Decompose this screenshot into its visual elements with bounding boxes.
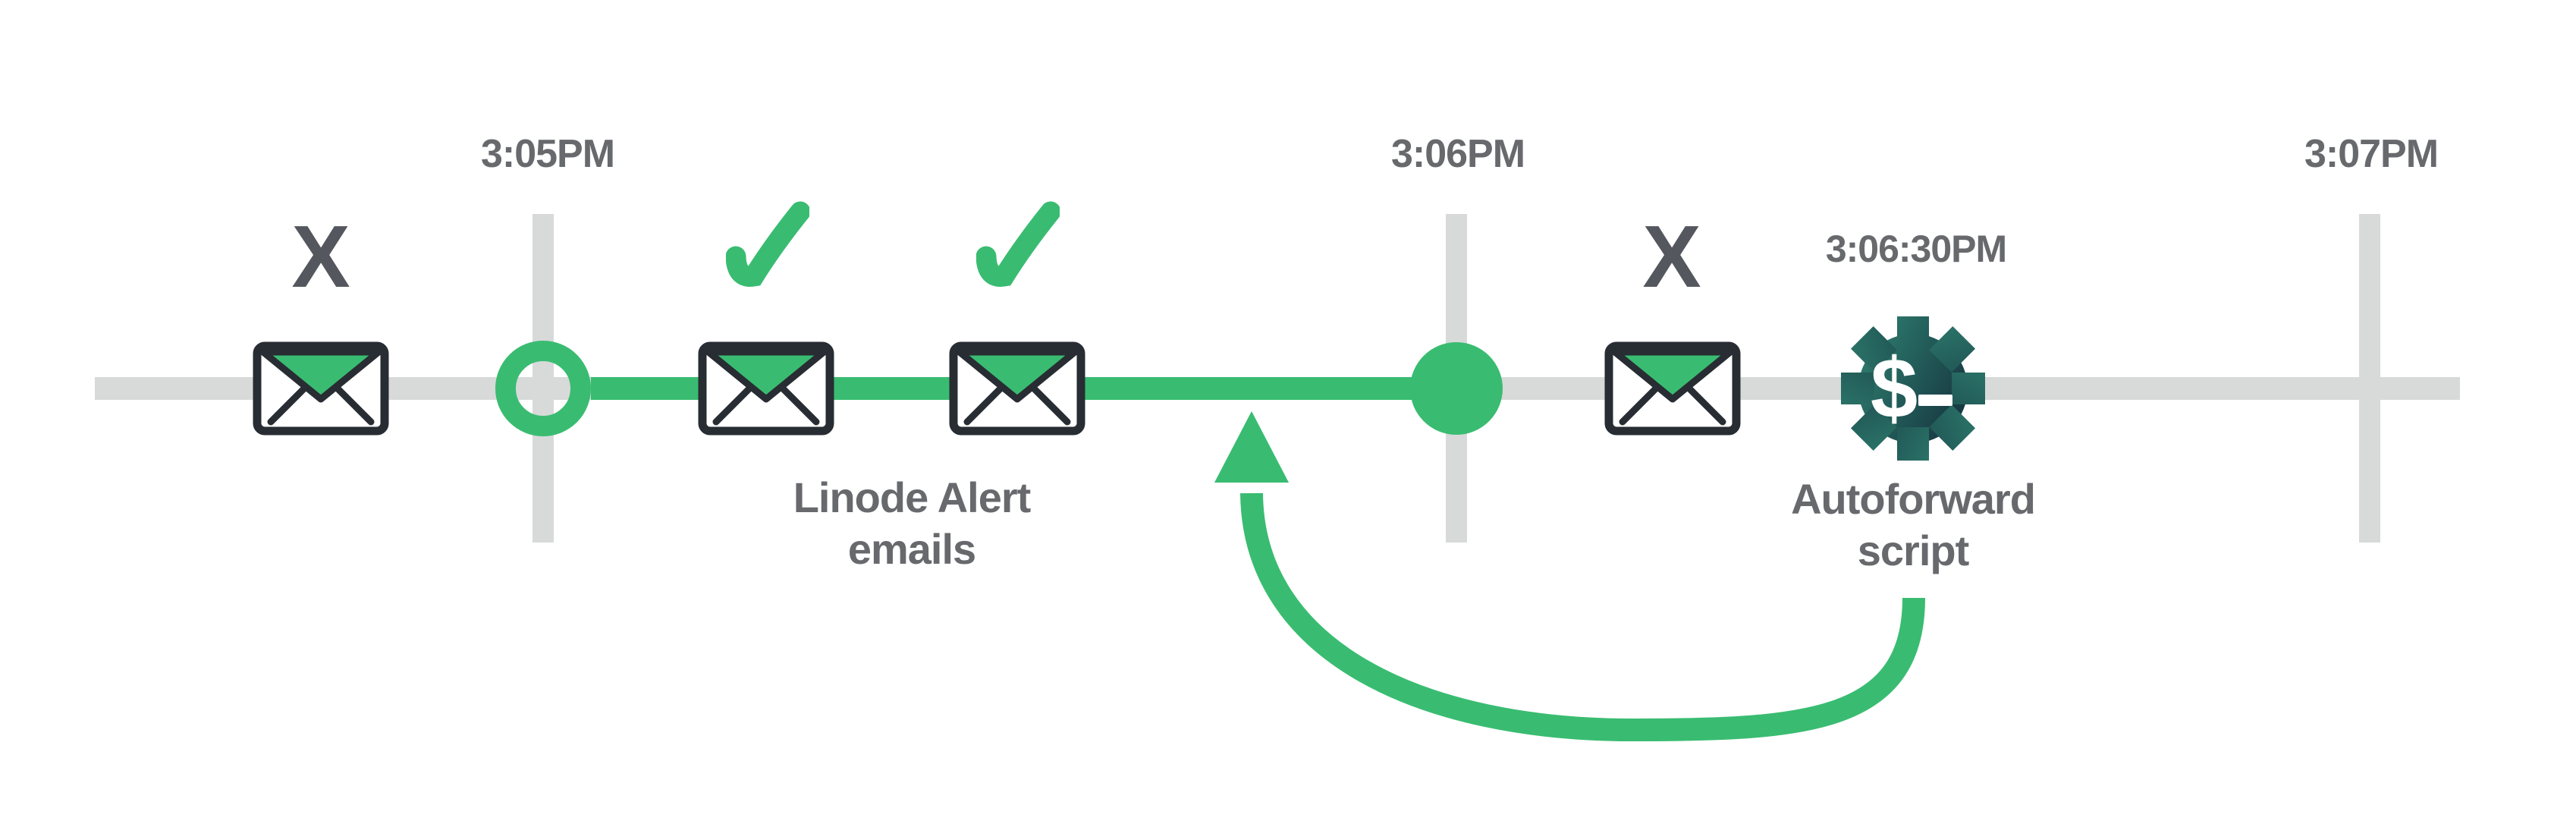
feedback-arrow <box>1214 411 1925 742</box>
time-label-3-05pm: 3:05PM <box>480 132 615 176</box>
autoforward-caption: Autoforward script <box>1791 473 2036 577</box>
time-label-3-07pm: 3:07PM <box>2304 132 2439 176</box>
alert-emails-caption-line1: Linode Alert <box>793 473 1032 521</box>
delivered-check-icon <box>726 199 809 301</box>
failed-x-icon: X <box>291 207 350 306</box>
arrowhead-up-icon <box>1214 411 1289 483</box>
gear-body <box>1841 316 1985 461</box>
terminal-prompt-icon: $ <box>1871 341 1952 436</box>
failed-x-icon: X <box>1642 207 1701 306</box>
alert-emails-caption: Linode Alert emails <box>793 472 1032 575</box>
autoforward-caption-line2: script <box>1857 527 1969 574</box>
autoforward-caption-line1: Autoforward <box>1791 475 2036 523</box>
interval-start-ring <box>495 341 591 436</box>
email-envelope-icon <box>698 341 834 436</box>
interval-end-dot <box>1410 342 1503 435</box>
email-envelope-icon <box>253 341 389 436</box>
prompt-underscore-icon <box>1918 395 1952 406</box>
time-label-3-06pm: 3:06PM <box>1390 132 1525 176</box>
alert-emails-caption-line2: emails <box>847 525 976 573</box>
email-envelope-icon <box>949 341 1085 436</box>
time-label-3-06-30pm: 3:06:30PM <box>1825 228 2007 270</box>
tick-3-07pm <box>2359 214 2380 543</box>
delivered-check-icon <box>976 199 1060 301</box>
autoforward-gear-icon: $ <box>1841 316 1985 461</box>
prompt-dollar: $ <box>1871 341 1918 436</box>
